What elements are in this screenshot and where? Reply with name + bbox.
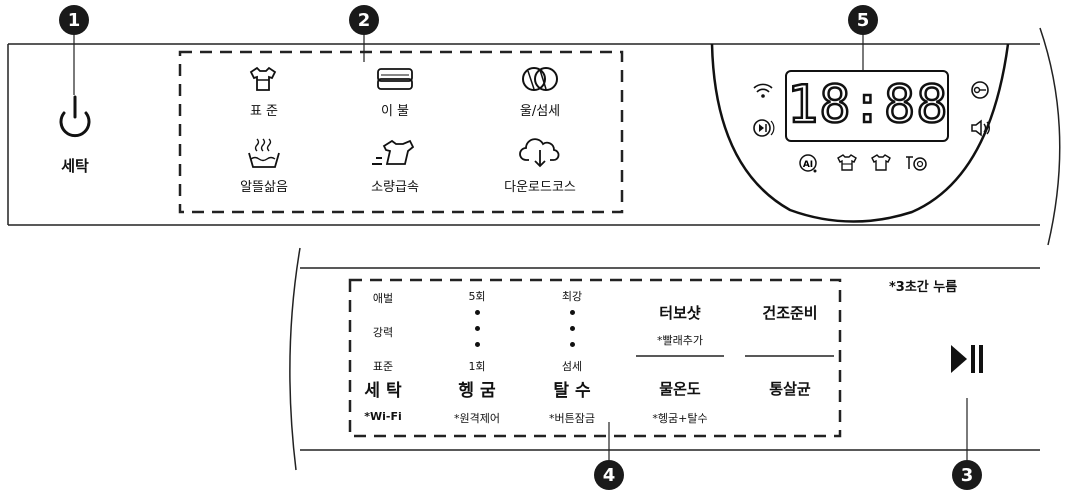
- callout-1: 1: [59, 5, 89, 35]
- spin-bottom: 섬세: [561, 360, 583, 373]
- rinse-top: 5회: [468, 290, 486, 303]
- power-label: 세탁: [61, 157, 89, 175]
- spin-top: 최강: [561, 290, 583, 303]
- hold-note: *3초간 누름: [889, 280, 958, 295]
- callout-2: 2: [349, 5, 379, 35]
- volume-icon: [971, 119, 990, 137]
- spin-label: 탈 수: [553, 381, 591, 401]
- spin-sub: *버튼잠금: [549, 412, 595, 425]
- power-button[interactable]: 세탁: [44, 95, 106, 195]
- wash-level-label: 애벌: [372, 292, 394, 305]
- rinse-dot: [475, 310, 480, 315]
- program-label: 이 불: [380, 104, 410, 119]
- program-label: 알뜰삶음: [240, 180, 288, 195]
- wash-sub: *Wi-Fi: [364, 410, 402, 423]
- tub-clean-icon: [906, 156, 927, 171]
- program-label: 표 준: [249, 104, 279, 119]
- rinse-sub: *원격제어: [454, 412, 500, 425]
- rinse-label: 헹 굼: [458, 381, 496, 401]
- wash-label: 세 탁: [364, 381, 402, 401]
- callout-3: 3: [952, 460, 982, 490]
- rinse-dot: [475, 342, 480, 347]
- program-label: 울/섬세: [519, 104, 561, 119]
- quick-shirt-icon: [372, 139, 414, 165]
- wash-level-label: 강력: [372, 326, 394, 339]
- blanket-icon: [377, 68, 413, 90]
- spin-dot: [570, 310, 575, 315]
- dry-label: 건조준비: [762, 304, 818, 322]
- shirt-icon: [871, 154, 891, 171]
- play-pause-signal-icon: [753, 119, 775, 137]
- turbo-label: 터보샷: [659, 304, 701, 322]
- cloud-download-icon: [519, 138, 560, 168]
- spin-dot: [570, 326, 575, 331]
- play-pause-icon: [951, 345, 983, 373]
- spin-dot: [570, 342, 575, 347]
- tubclean-label: 통살균: [769, 380, 811, 398]
- shirt-icon: [837, 154, 857, 171]
- time-display: 18:88: [785, 70, 949, 142]
- wifi-icon: [753, 83, 773, 98]
- wash-level-label: 표준: [372, 360, 394, 373]
- callout-5: 5: [848, 5, 878, 35]
- program-label: 소량급속: [371, 180, 419, 195]
- rinse-bottom: 1회: [468, 360, 486, 373]
- shirt-icon: [249, 66, 277, 91]
- rinse-dot: [475, 326, 480, 331]
- key-lock-icon: [971, 81, 989, 99]
- callout-4: 4: [594, 460, 624, 490]
- ai-icon: AI: [799, 154, 817, 173]
- wool-icon: [522, 67, 558, 91]
- program-label: 다운로드코스: [504, 180, 576, 195]
- steam-basin-icon: [248, 138, 280, 168]
- temp-sub: *헹굼+탈수: [652, 412, 708, 425]
- power-icon: [59, 95, 91, 138]
- turbo-sub: *빨래추가: [657, 334, 703, 347]
- svg-text:AI: AI: [803, 160, 813, 170]
- temp-label: 물온도: [659, 380, 701, 398]
